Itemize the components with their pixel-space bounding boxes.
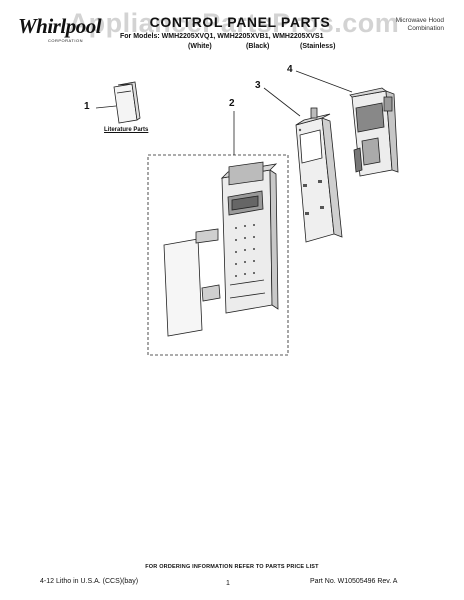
callout-1: 1 — [84, 101, 90, 112]
variant-black: (Black) — [246, 43, 270, 50]
models-line: For Models: WMH2205XVQ1, WMH2205XVB1, WM… — [120, 33, 380, 40]
leader-3 — [263, 87, 301, 117]
brand-name: Whirlpool — [18, 14, 102, 38]
part-1-literature — [113, 81, 141, 124]
variant-stainless: (Stainless) — [300, 43, 336, 50]
part-2-control-panel — [220, 161, 279, 314]
product-type-line1: Microwave Hood — [395, 17, 444, 24]
part-2-keypad-overlay — [163, 228, 221, 337]
variant-white: (White) — [188, 43, 212, 50]
leader-1 — [95, 105, 117, 109]
product-type-line2: Combination — [407, 25, 445, 33]
brand-logo: Whirlpool CORPORATION — [18, 16, 110, 50]
display-window — [228, 161, 264, 186]
part-4-control-board — [349, 87, 399, 177]
litho-info: 4-12 Litho in U.S.A. (CCS)(bay) — [40, 578, 139, 585]
literature-label: Literature Parts — [104, 127, 149, 133]
models-prefix: For Models: — [120, 33, 160, 40]
page-number: 1 — [226, 580, 230, 587]
product-type: Microwave Hood Combination — [360, 17, 444, 33]
callout-2: 2 — [229, 98, 235, 109]
part-number: Part No. W10505496 Rev. A — [310, 578, 398, 585]
page-title: CONTROL PANEL PARTS — [149, 14, 331, 30]
brand-sub: CORPORATION — [48, 38, 83, 43]
callout-3: 3 — [255, 80, 261, 91]
ordering-info: FOR ORDERING INFORMATION REFER TO PARTS … — [145, 564, 319, 570]
leader-4 — [295, 70, 353, 93]
part-3-panel-frame — [295, 107, 343, 243]
callout-4: 4 — [287, 64, 293, 75]
watermark: AppliancePartsPros.com — [68, 8, 400, 38]
models-list: WMH2205XVQ1, WMH2205XVB1, WMH2205XVS1 — [161, 33, 324, 40]
assembly-box-2 — [147, 154, 289, 356]
